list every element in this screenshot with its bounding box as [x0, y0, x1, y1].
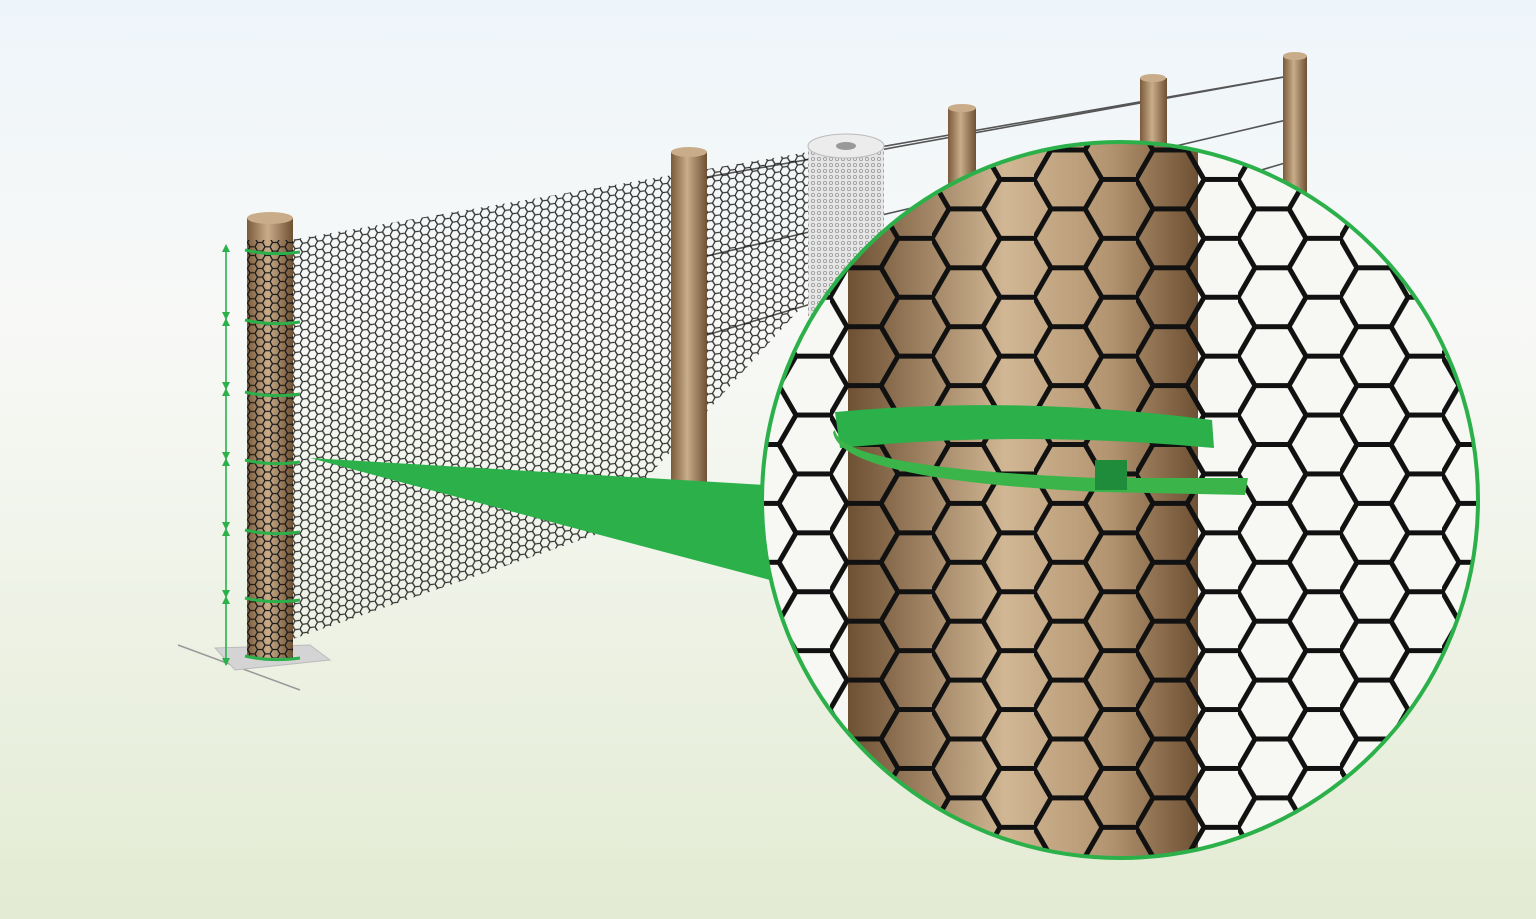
middle-post	[671, 147, 707, 482]
spacing-dimension-arrows	[222, 244, 230, 666]
tie-detail	[833, 405, 1248, 495]
callout-wedge	[310, 458, 770, 580]
magnified-detail	[760, 140, 1480, 860]
far-post-3	[1283, 52, 1307, 196]
cable-ties	[244, 248, 301, 662]
front-post	[247, 212, 293, 658]
